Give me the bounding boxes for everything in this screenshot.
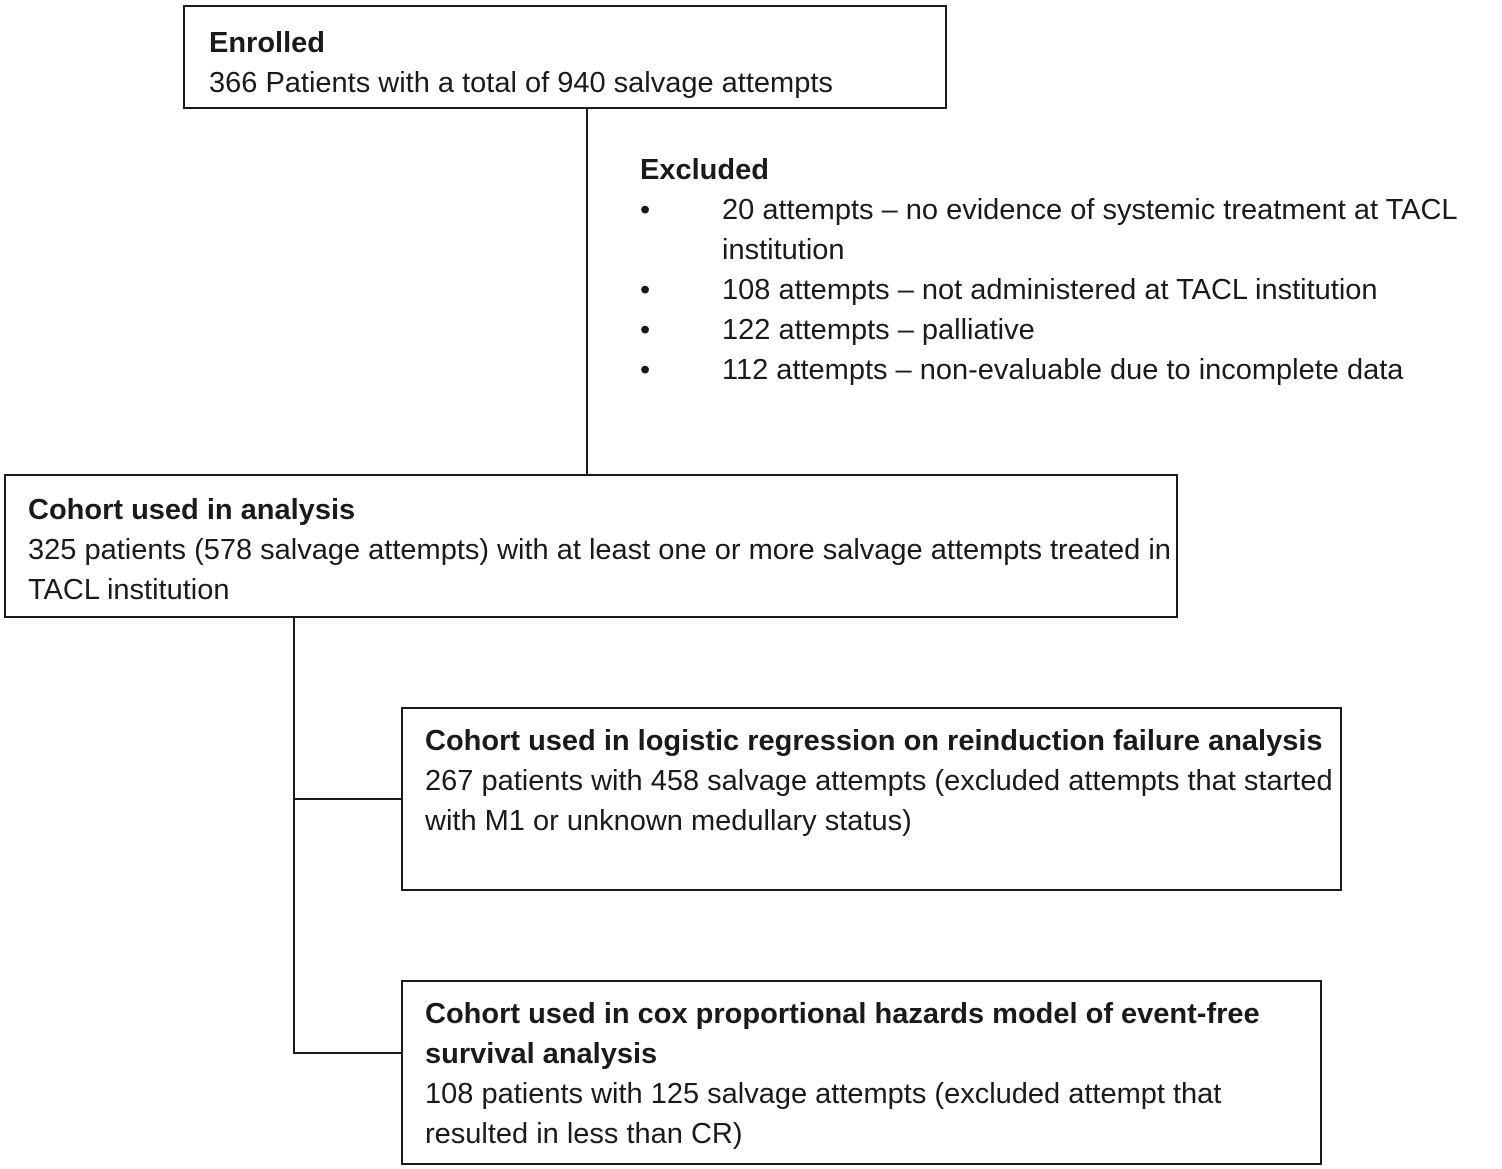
cohort-analysis-box: Cohort used in analysis 325 patients (57… xyxy=(4,474,1178,618)
excluded-item-text: 108 attempts – not administered at TACL … xyxy=(722,274,1378,306)
cohort-analysis-description: 325 patients (578 salvage attempts) with… xyxy=(28,534,1171,606)
cohort-analysis-title: Cohort used in analysis xyxy=(28,494,356,526)
excluded-item-text: 112 attempts – non-evaluable due to inco… xyxy=(722,354,1404,386)
excluded-section: Excluded • 20 attempts – no evidence of … xyxy=(640,150,1502,390)
excluded-list: • 20 attempts – no evidence of systemic … xyxy=(640,190,1502,390)
excluded-item: • 112 attempts – non-evaluable due to in… xyxy=(640,350,1502,390)
cohort-cox-box: Cohort used in cox proportional hazards … xyxy=(401,980,1322,1165)
bullet-icon: • xyxy=(640,274,651,306)
bullet-icon: • xyxy=(640,314,651,346)
excluded-title: Excluded xyxy=(640,154,769,186)
connector-cohort-trunk xyxy=(293,618,295,1054)
excluded-item: • 108 attempts – not administered at TAC… xyxy=(640,270,1502,310)
bullet-icon: • xyxy=(640,354,651,386)
enrolled-description: 366 Patients with a total of 940 salvage… xyxy=(209,67,833,99)
connector-branch-cox xyxy=(293,1052,401,1054)
cohort-logistic-box: Cohort used in logistic regression on re… xyxy=(401,707,1342,891)
excluded-item: • 20 attempts – no evidence of systemic … xyxy=(640,190,1502,270)
cohort-logistic-title: Cohort used in logistic regression on re… xyxy=(425,725,1323,757)
cohort-cox-description: 108 patients with 125 salvage attempts (… xyxy=(425,1078,1222,1150)
enrolled-box: Enrolled 366 Patients with a total of 94… xyxy=(183,5,947,109)
bullet-icon: • xyxy=(640,194,651,226)
enrolled-title: Enrolled xyxy=(209,27,326,59)
cohort-cox-title: Cohort used in cox proportional hazards … xyxy=(425,998,1260,1070)
connector-enrolled-to-cohort xyxy=(586,109,588,474)
excluded-item: • 122 attempts – palliative xyxy=(640,310,1502,350)
connector-branch-logistic xyxy=(293,798,401,800)
excluded-item-text: 20 attempts – no evidence of systemic tr… xyxy=(722,194,1457,266)
excluded-item-text: 122 attempts – palliative xyxy=(722,314,1035,346)
cohort-logistic-description: 267 patients with 458 salvage attempts (… xyxy=(425,765,1333,837)
